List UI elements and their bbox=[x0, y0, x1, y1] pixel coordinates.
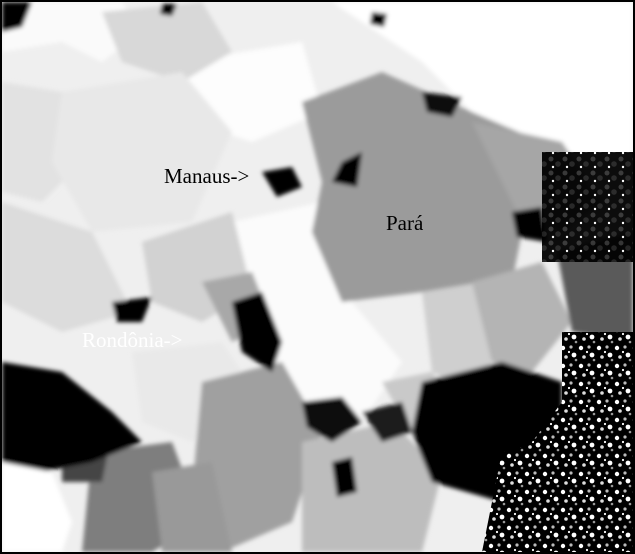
speckled-region-southeast bbox=[522, 332, 633, 552]
label-rondonia: Rondônia-> bbox=[82, 328, 183, 352]
label-para: Pará bbox=[386, 211, 424, 235]
speckled-region-east bbox=[542, 152, 633, 262]
label-manaus: Manaus-> bbox=[164, 164, 250, 188]
